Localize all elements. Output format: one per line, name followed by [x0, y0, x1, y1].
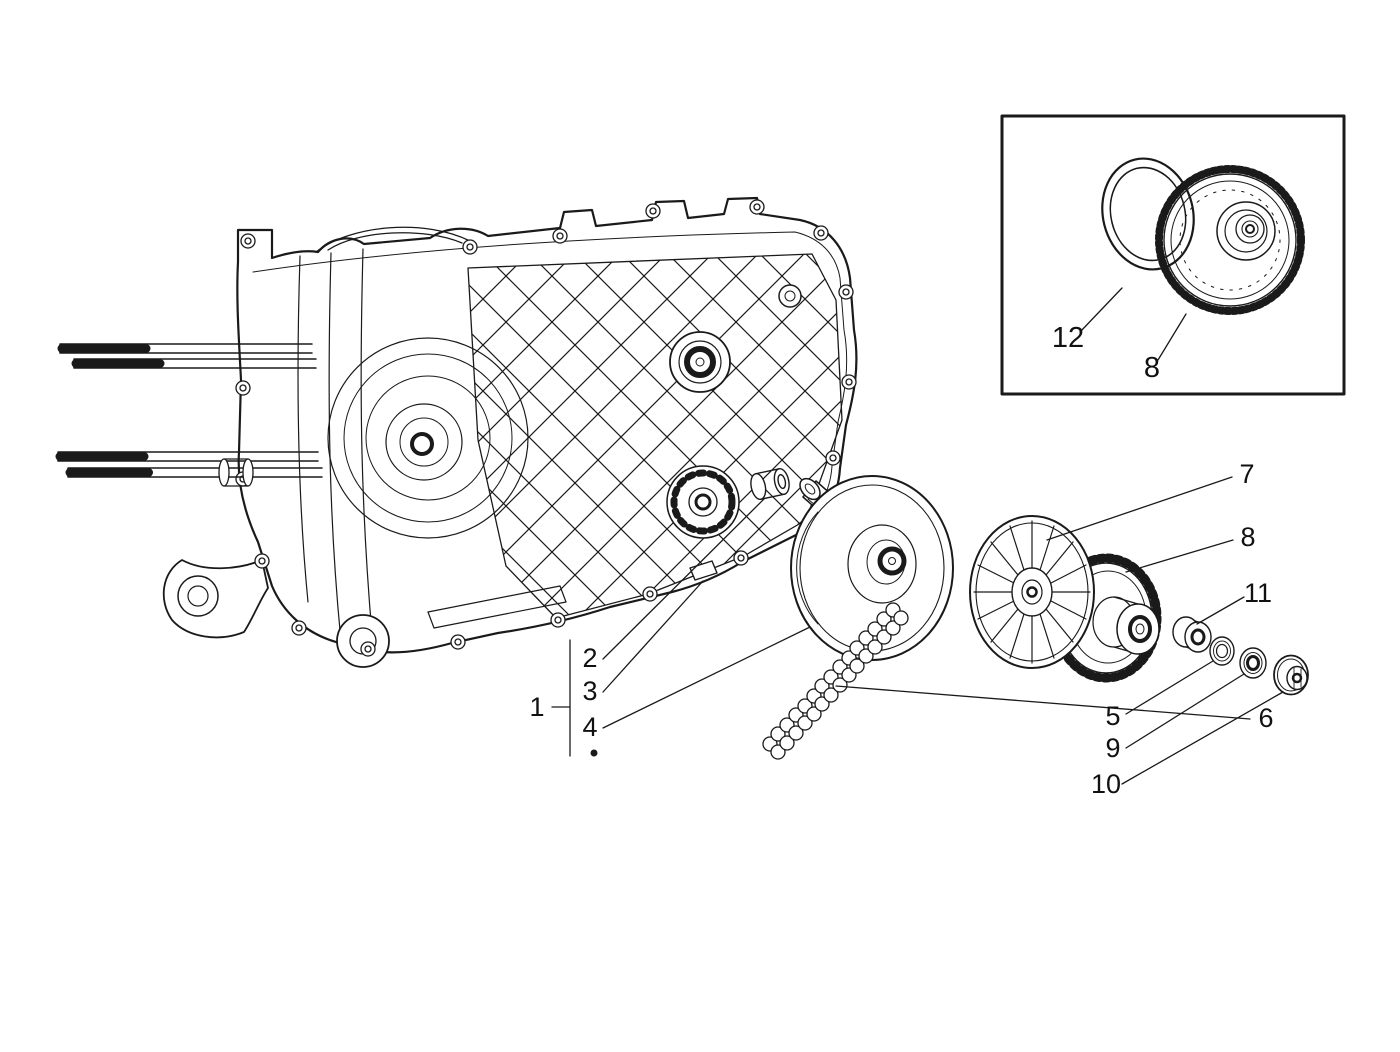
variator-rear-pulley — [790, 475, 954, 661]
variator-roller — [750, 468, 790, 500]
callout-6: 6 — [1258, 703, 1273, 733]
callout-3: 3 — [582, 676, 597, 706]
drive-belt — [762, 602, 909, 760]
callout-10: 10 — [1091, 769, 1121, 799]
inset-panel: 12 8 — [1000, 114, 1346, 396]
callout-1: 1 — [529, 692, 544, 722]
callout-11: 11 — [1244, 578, 1272, 608]
inset-gear — [1155, 165, 1305, 315]
engine-crankcase — [162, 196, 858, 668]
callout-12: 12 — [1052, 322, 1084, 354]
callout-5: 5 — [1105, 701, 1120, 731]
callout-2: 2 — [582, 643, 597, 673]
diagram-art: 12 8 1 2 3 4 5 6 7 8 9 — [55, 114, 1346, 799]
flange-nut — [1273, 654, 1309, 696]
spacer-bushing — [1172, 616, 1212, 653]
spring-washer — [1239, 647, 1267, 679]
flat-washer — [1209, 636, 1235, 666]
callout-8-inset: 8 — [1144, 352, 1160, 384]
o-ring — [1101, 157, 1195, 271]
slider-guide — [689, 560, 718, 581]
inset-leader-lines — [1079, 287, 1187, 361]
callout-8: 8 — [1240, 522, 1255, 552]
pump-star-wheel — [666, 465, 740, 539]
callout-9: 9 — [1105, 733, 1120, 763]
stud-spacer-sleeve — [218, 458, 254, 487]
callout-labels: 1 2 3 4 5 6 7 8 9 10 11 — [529, 459, 1273, 799]
callout-4: 4 — [582, 712, 597, 742]
leader-lines — [551, 476, 1284, 785]
variator-drive-face — [969, 515, 1095, 669]
mounting-studs — [55, 343, 323, 487]
callout-7: 7 — [1239, 459, 1254, 489]
